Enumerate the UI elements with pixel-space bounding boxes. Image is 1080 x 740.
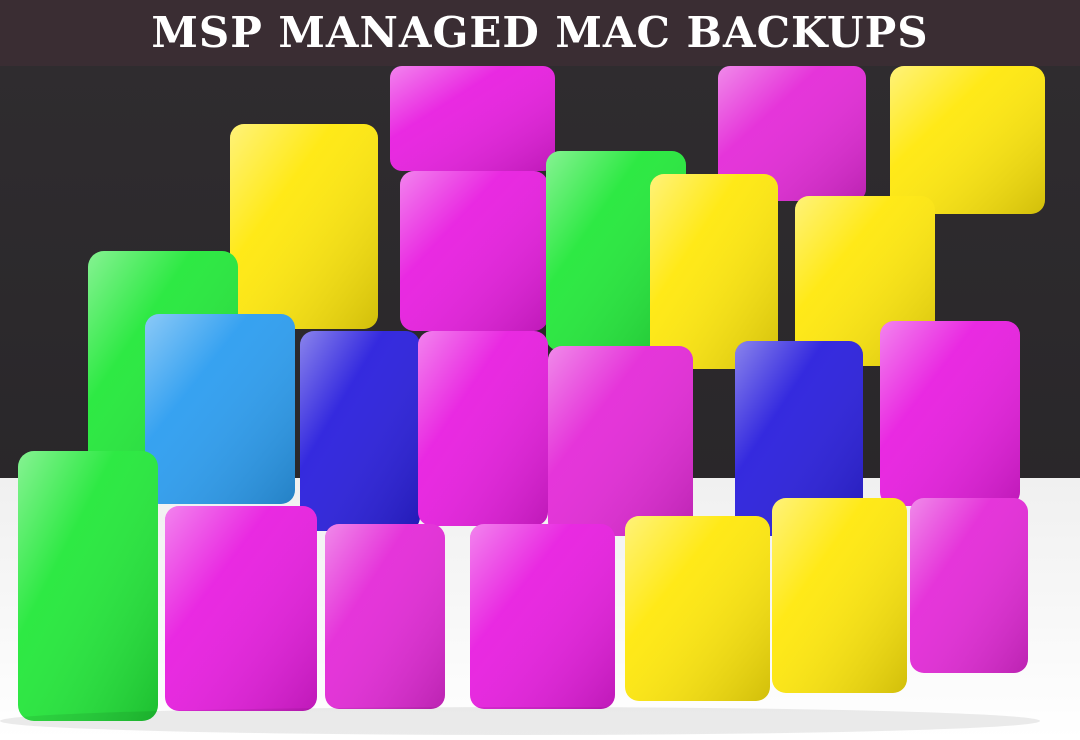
cube-row-second	[230, 124, 935, 369]
title-banner: MSP MANAGED MAC BACKUPS	[0, 0, 1080, 66]
cube-row-top	[390, 66, 1045, 214]
banner-title: MSP MANAGED MAC BACKUPS	[151, 8, 929, 57]
ground-shadow	[0, 707, 1040, 735]
cube-stack-photo	[0, 66, 1080, 740]
cube-row-bottom	[18, 451, 1028, 721]
cube-row-third	[88, 251, 1020, 536]
cube-stack-illustration	[0, 66, 1080, 740]
